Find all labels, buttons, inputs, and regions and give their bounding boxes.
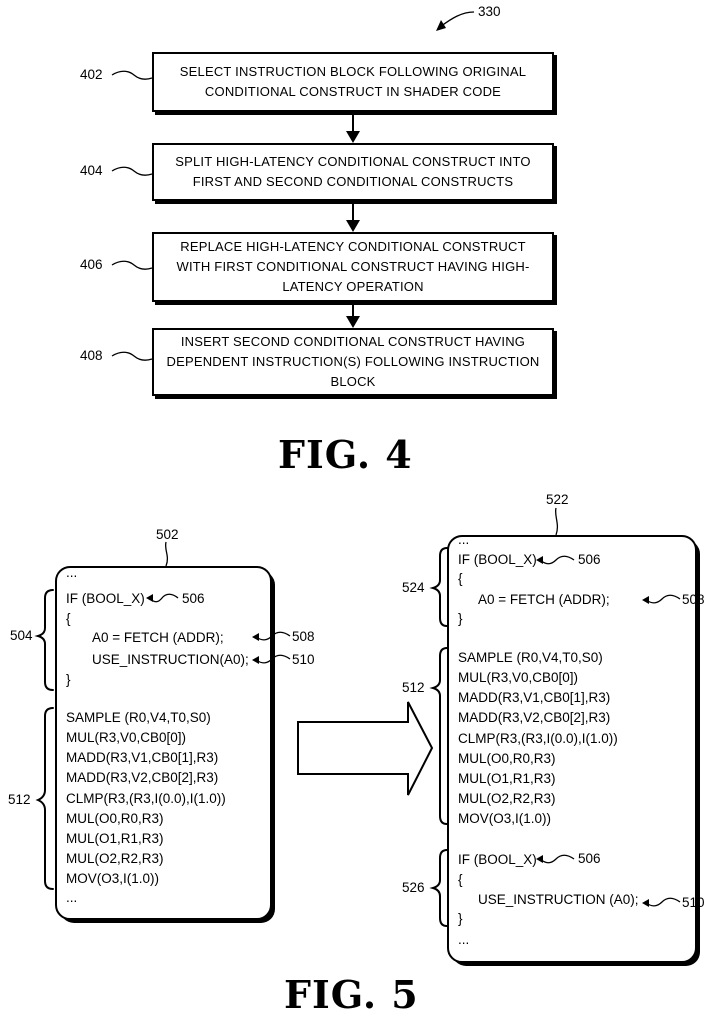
ref-510-left: 510 <box>292 652 315 667</box>
left-code-box <box>55 566 272 920</box>
ref-510-right: 510 <box>682 895 705 910</box>
left-code-line: CLMP(R3,(R3,I(0.0),I(1.0)) <box>66 791 226 806</box>
code-leader-arrowheads <box>146 556 649 907</box>
right-code-line: MUL(O2,R2,R3) <box>458 791 556 806</box>
ref-506-left: 506 <box>182 591 205 606</box>
step-406-line-3: LATENCY OPERATION <box>282 279 424 294</box>
step-box-404: SPLIT HIGH-LATENCY CONDITIONAL CONSTRUCT… <box>152 143 554 201</box>
left-code-line: MADD(R3,V1,CB0[1],R3) <box>66 750 219 765</box>
step-402-line-1: SELECT INSTRUCTION BLOCK FOLLOWING ORIGI… <box>179 64 527 79</box>
transform-arrow <box>297 701 434 796</box>
step-box-406: REPLACE HIGH-LATENCY CONDITIONAL CONSTRU… <box>152 232 554 302</box>
ref-526: 526 <box>402 880 425 895</box>
ref-508-left: 508 <box>292 629 315 644</box>
ref-502: 502 <box>156 527 179 542</box>
right-code-line: MUL(O1,R1,R3) <box>458 771 556 786</box>
fig-5-caption: FIG. 5 <box>284 972 419 1017</box>
right-code-if-line-1: IF (BOOL_X) <box>458 552 537 567</box>
left-code-line: SAMPLE (R0,V4,T0,S0) <box>66 710 211 725</box>
step-box-404-text: SPLIT HIGH-LATENCY CONDITIONAL CONSTRUCT… <box>175 152 530 192</box>
left-code-open-brace: { <box>66 611 71 626</box>
left-code-line: MUL(R3,V0,CB0[0]) <box>66 730 187 745</box>
brace-524 <box>429 547 448 627</box>
left-code-close-brace: } <box>66 672 71 687</box>
left-code-line-ellipsis-bottom: ... <box>66 890 78 905</box>
right-code-open-brace-2: { <box>458 872 463 887</box>
right-code-fetch-line: A0 = FETCH (ADDR); <box>478 592 610 607</box>
step-box-402: SELECT INSTRUCTION BLOCK FOLLOWING ORIGI… <box>152 52 554 112</box>
right-code-if-line-2: IF (BOOL_X) <box>458 852 537 867</box>
right-code-box <box>447 535 697 963</box>
step-408-line-3: BLOCK <box>330 374 376 389</box>
ref-402: 402 <box>80 67 103 82</box>
ref-330: 330 <box>478 4 501 19</box>
ref-330-arrow <box>439 11 475 28</box>
ref-522: 522 <box>546 492 569 507</box>
right-code-line: MOV(O3,I(1.0)) <box>458 811 552 826</box>
step-box-408: INSERT SECOND CONDITIONAL CONSTRUCT HAVI… <box>152 328 554 396</box>
ref-506-right-bottom: 506 <box>578 851 601 866</box>
step-box-406-text: REPLACE HIGH-LATENCY CONDITIONAL CONSTRU… <box>176 237 529 297</box>
step-408-line-2: DEPENDENT INSTRUCTION(S) FOLLOWING INSTR… <box>166 354 540 369</box>
left-code-line-ellipsis-top: ... <box>66 565 78 580</box>
step-408-line-1: INSERT SECOND CONDITIONAL CONSTRUCT HAVI… <box>180 334 526 349</box>
right-code-line-ellipsis-bottom: ... <box>458 932 470 947</box>
ref-512-left: 512 <box>8 792 31 807</box>
code-leaders <box>149 555 681 907</box>
flow-arrowheads <box>346 131 360 328</box>
right-code-line: MUL(R3,V0,CB0[0]) <box>458 670 579 685</box>
left-code-use-instruction-line: USE_INSTRUCTION(A0); <box>92 652 249 667</box>
right-code-use-instruction-line: USE_INSTRUCTION (A0); <box>478 892 639 907</box>
brace-526 <box>429 849 448 927</box>
left-code-if-line: IF (BOOL_X) <box>66 591 145 606</box>
left-code-line: MUL(O2,R2,R3) <box>66 851 164 866</box>
right-code-close-brace-1: } <box>458 611 463 626</box>
step-402-line-2: CONDITIONAL CONSTRUCT IN SHADER CODE <box>204 84 502 99</box>
step-box-408-text: INSERT SECOND CONDITIONAL CONSTRUCT HAVI… <box>167 332 540 392</box>
step-404-line-1: SPLIT HIGH-LATENCY CONDITIONAL CONSTRUCT… <box>175 154 531 169</box>
brace-512-right <box>429 647 448 825</box>
brace-504 <box>34 589 54 691</box>
left-code-line: MOV(O3,I(1.0)) <box>66 871 160 886</box>
braces <box>34 547 448 927</box>
fig-4-caption: FIG. 4 <box>278 432 413 477</box>
box-ref-leaders <box>164 507 559 567</box>
fig4-leaders <box>111 70 153 361</box>
right-code-open-brace-1: { <box>458 571 463 586</box>
left-code-line: MUL(O0,R0,R3) <box>66 811 164 826</box>
step-406-line-2: WITH FIRST CONDITIONAL CONSTRUCT HAVING … <box>176 259 530 274</box>
left-code-fetch-line: A0 = FETCH (ADDR); <box>92 630 224 645</box>
step-box-402-text: SELECT INSTRUCTION BLOCK FOLLOWING ORIGI… <box>180 62 526 102</box>
ref-330-arrowhead <box>436 20 446 31</box>
brace-512-left <box>35 707 54 890</box>
right-code-line-ellipsis-top: ... <box>458 532 470 547</box>
left-code-line: MADD(R3,V2,CB0[2],R3) <box>66 770 219 785</box>
left-code-line: MUL(O1,R1,R3) <box>66 831 164 846</box>
step-404-line-2: FIRST AND SECOND CONDITIONAL CONSTRUCTS <box>192 174 514 189</box>
ref-506-right-top: 506 <box>578 552 601 567</box>
right-code-line: CLMP(R3,(R3,I(0.0),I(1.0)) <box>458 731 618 746</box>
step-406-line-1: REPLACE HIGH-LATENCY CONDITIONAL CONSTRU… <box>180 239 526 254</box>
ref-512-right: 512 <box>402 680 425 695</box>
right-code-line: MUL(O0,R0,R3) <box>458 751 556 766</box>
ref-404: 404 <box>80 163 103 178</box>
right-code-close-brace-2: } <box>458 911 463 926</box>
right-code-line: SAMPLE (R0,V4,T0,S0) <box>458 650 603 665</box>
ref-406: 406 <box>80 257 103 272</box>
ref-524: 524 <box>402 580 425 595</box>
ref-508-right: 508 <box>682 592 705 607</box>
right-code-line: MADD(R3,V2,CB0[2],R3) <box>458 710 611 725</box>
right-code-line: MADD(R3,V1,CB0[1],R3) <box>458 690 611 705</box>
ref-504: 504 <box>10 628 33 643</box>
ref-408: 408 <box>80 348 103 363</box>
